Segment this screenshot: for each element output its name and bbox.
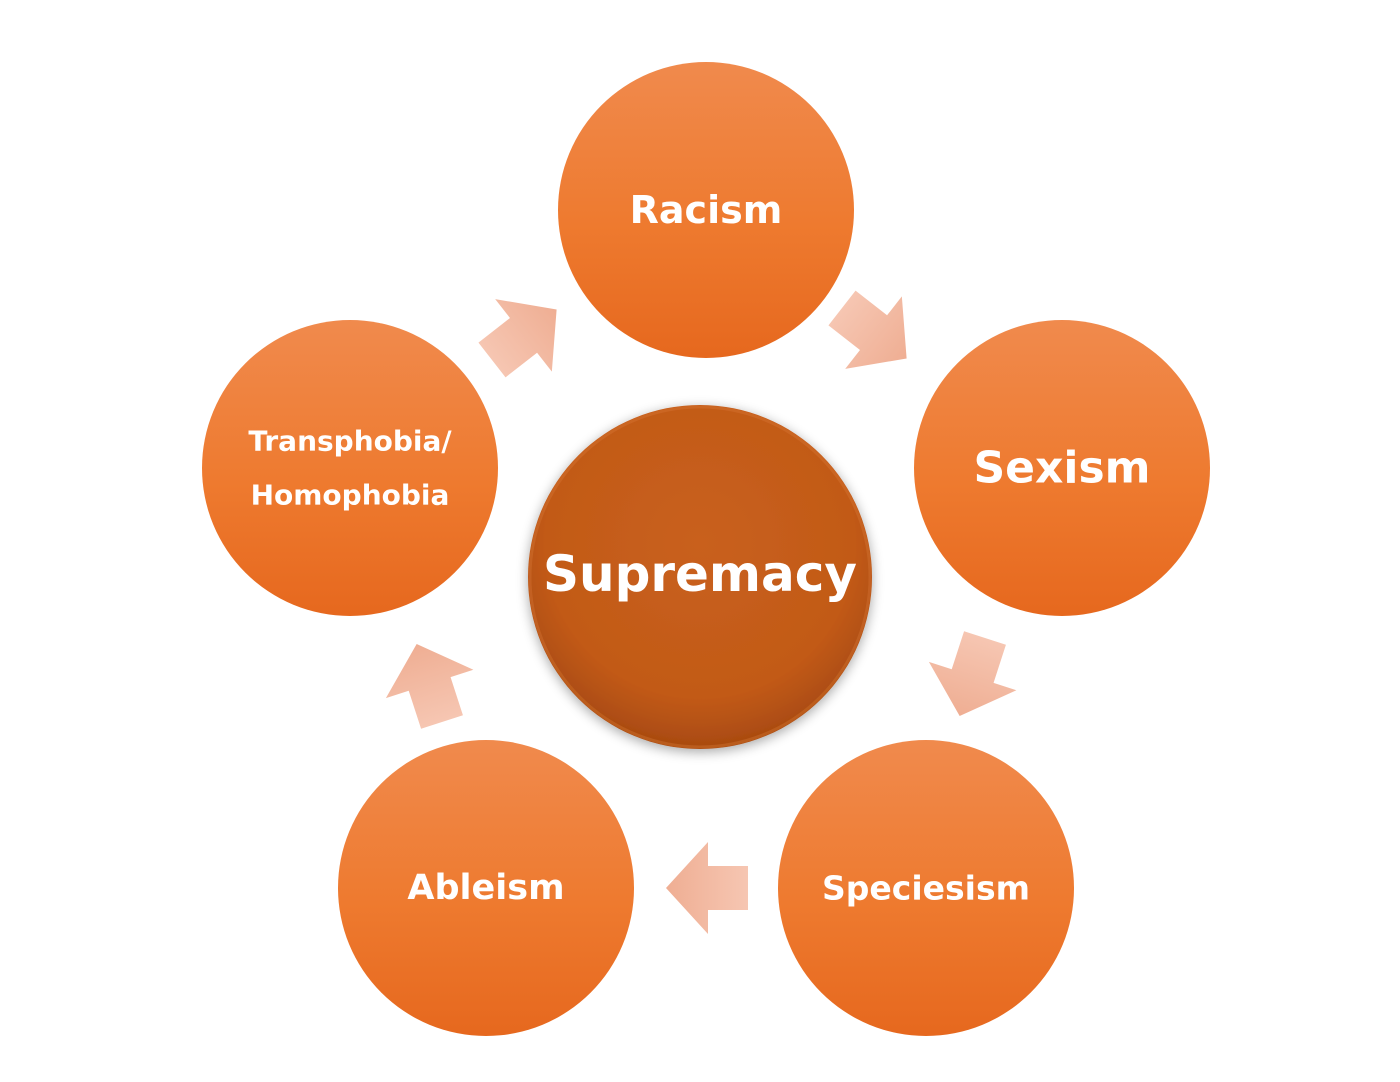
center-circle-highlight xyxy=(528,405,872,749)
node-speciesism-label: Speciesism xyxy=(822,869,1030,908)
arrow-sexism-to-speciesism xyxy=(928,631,1017,716)
center-node-supremacy: Supremacy xyxy=(528,405,872,749)
node-speciesism-circle xyxy=(778,740,1074,1036)
node-ableism-label: Ableism xyxy=(407,868,564,908)
center-circle xyxy=(528,405,872,749)
node-sexism-circle xyxy=(914,320,1210,616)
node-transphobia-label-line1: Transphobia/ xyxy=(248,425,452,458)
node-speciesism: Speciesism xyxy=(778,740,1074,1036)
node-racism-circle xyxy=(558,62,854,358)
node-sexism: Sexism xyxy=(914,320,1210,616)
arrow-transphobia-to-racism xyxy=(478,299,557,378)
arrow-racism-to-sexism xyxy=(828,290,907,369)
node-transphobia-circle xyxy=(202,320,498,616)
center-label: Supremacy xyxy=(543,545,857,603)
node-racism-label: Racism xyxy=(630,188,783,232)
node-transphobia-label-line2: Homophobia xyxy=(251,479,450,512)
node-ableism: Ableism xyxy=(338,740,634,1036)
node-transphobia-homophobia: Transphobia/ Homophobia xyxy=(202,320,498,616)
arrow-ableism-to-transphobia xyxy=(385,644,474,729)
node-sexism-label: Sexism xyxy=(973,443,1150,494)
node-racism: Racism xyxy=(558,62,854,358)
node-ableism-circle xyxy=(338,740,634,1036)
arrow-speciesism-to-ableism xyxy=(666,842,748,934)
